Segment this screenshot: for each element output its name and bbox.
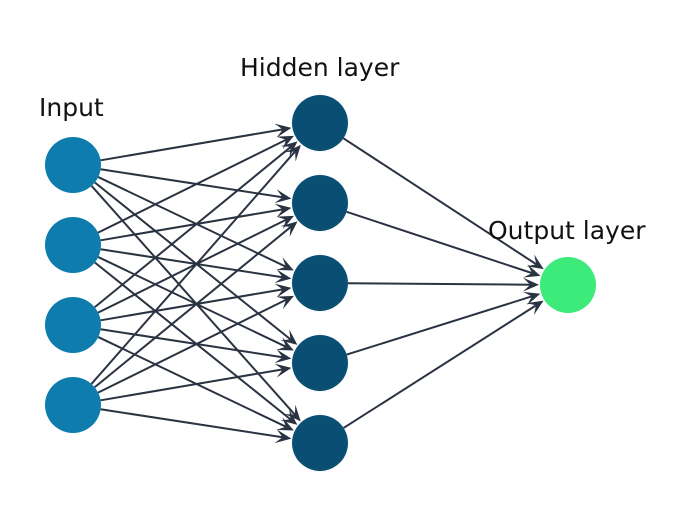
arrowhead-input-3-to-hidden-2 [276, 215, 294, 230]
hidden-node-3 [292, 255, 348, 311]
arrowhead-hidden-4-to-output-1 [522, 291, 541, 306]
arrowhead-input-4-to-hidden-4 [274, 363, 292, 378]
arrowhead-input-4-to-hidden-2 [280, 221, 298, 237]
input-node-3 [45, 297, 101, 353]
output-node-1 [540, 257, 596, 313]
edge-input-1-to-hidden-1 [100, 128, 284, 162]
edge-input-3-to-hidden-4 [100, 328, 284, 359]
edge-input-3-to-hidden-1 [94, 145, 292, 309]
arrowhead-input-1-to-hidden-2 [274, 189, 292, 204]
hidden-layer-label: Hidden layer [240, 53, 400, 82]
arrowhead-input-4-to-hidden-3 [276, 295, 294, 310]
input-node-1 [45, 137, 101, 193]
input-node-2 [45, 217, 101, 273]
arrowhead-input-1-to-hidden-1 [274, 123, 292, 138]
arrowhead-input-3-to-hidden-3 [274, 283, 292, 298]
edge-hidden-3-to-output-1 [347, 282, 532, 286]
edge-hidden-5-to-output-1 [343, 304, 538, 429]
edges-group [90, 123, 544, 444]
arrowhead-input-2-to-hidden-1 [276, 135, 294, 150]
hidden-node-1 [292, 95, 348, 151]
edge-hidden-4-to-output-1 [346, 295, 534, 356]
input-layer-label: Input [39, 93, 104, 122]
hidden-node-4 [292, 335, 348, 391]
edge-input-1-to-hidden-2 [100, 168, 284, 199]
edge-input-2-to-hidden-4 [97, 256, 288, 348]
arrowhead-input-1-to-hidden-5 [284, 404, 301, 422]
edge-input-1-to-hidden-3 [97, 176, 288, 268]
edge-input-3-to-hidden-5 [97, 336, 288, 428]
arrowhead-hidden-2-to-output-1 [523, 264, 541, 278]
edge-input-2-to-hidden-3 [100, 248, 284, 279]
edge-hidden-1-to-output-1 [342, 137, 538, 266]
arrowhead-input-3-to-hidden-1 [280, 141, 298, 157]
arrowhead-input-1-to-hidden-3 [276, 257, 294, 271]
arrowhead-input-3-to-hidden-4 [274, 349, 292, 364]
edge-input-2-to-hidden-1 [97, 138, 288, 234]
arrowhead-input-4-to-hidden-1 [285, 144, 301, 162]
edge-input-4-to-hidden-1 [90, 150, 297, 385]
output-layer-label: Output layer [488, 216, 646, 245]
arrowhead-input-3-to-hidden-5 [276, 417, 294, 431]
arrowhead-input-2-to-hidden-3 [274, 269, 292, 284]
edge-input-2-to-hidden-5 [94, 261, 292, 421]
edge-input-1-to-hidden-5 [90, 185, 297, 417]
hidden-node-5 [292, 415, 348, 471]
arrowhead-hidden-5-to-output-1 [526, 300, 544, 316]
edge-input-2-to-hidden-2 [100, 208, 284, 242]
arrowhead-input-2-to-hidden-4 [276, 337, 294, 351]
input-node-4 [45, 377, 101, 433]
edge-input-4-to-hidden-4 [100, 368, 284, 402]
edge-input-3-to-hidden-2 [97, 218, 288, 314]
edge-input-3-to-hidden-3 [100, 288, 284, 322]
edge-input-4-to-hidden-3 [97, 298, 288, 394]
arrowhead-input-2-to-hidden-2 [274, 203, 292, 218]
edge-hidden-2-to-output-1 [346, 210, 534, 275]
arrowhead-input-4-to-hidden-5 [274, 429, 292, 444]
hidden-node-2 [292, 175, 348, 231]
edge-input-4-to-hidden-5 [100, 408, 284, 439]
arrowhead-hidden-1-to-output-1 [526, 254, 544, 270]
edge-input-4-to-hidden-2 [94, 225, 292, 389]
nodes-group [45, 95, 596, 471]
arrowhead-hidden-3-to-output-1 [522, 277, 540, 292]
